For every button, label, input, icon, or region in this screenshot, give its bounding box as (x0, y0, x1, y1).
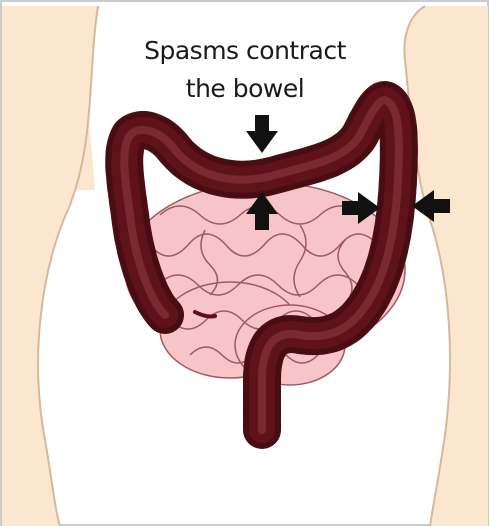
caption-line-2: the bowel (0, 74, 490, 103)
caption-line-1: Spasms contract (0, 36, 490, 65)
